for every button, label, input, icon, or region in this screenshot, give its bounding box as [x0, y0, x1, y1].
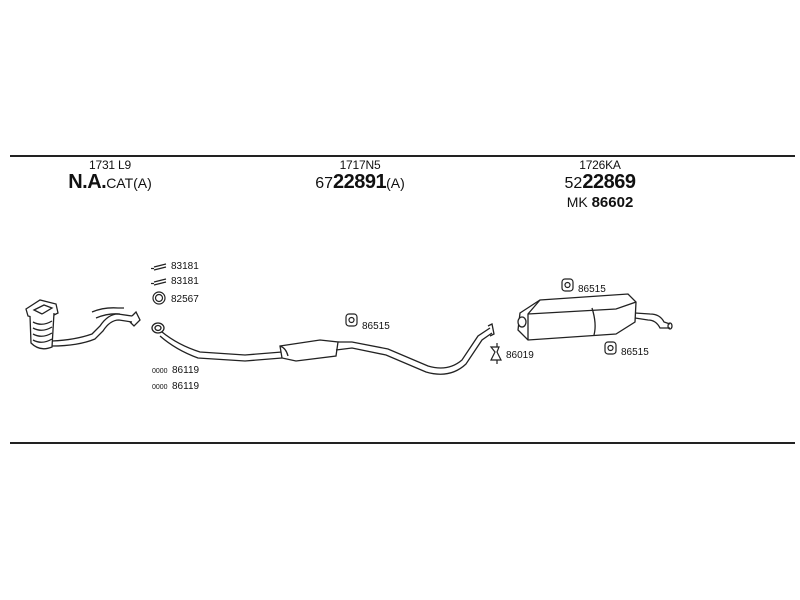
section-rear-header: 1726KA 5222869 MK 86602: [540, 158, 660, 211]
ring-label: 82567: [171, 294, 199, 305]
section-rear-code-main: 22869: [582, 171, 636, 193]
mount-rear-top-icon: [561, 278, 574, 292]
middle-pipe: [151, 322, 495, 375]
top-divider: [10, 155, 795, 157]
section-front-code: N.A.CAT(A): [50, 172, 170, 194]
bolt-a-label: 86119: [172, 365, 200, 376]
mount-rear-top-label: 86515: [578, 284, 606, 295]
section-middle-code-prefix: 67: [315, 175, 333, 192]
section-front-code-suffix: CAT(A): [106, 175, 152, 191]
section-front-header: 1731 L9 N.A.CAT(A): [50, 158, 170, 194]
section-middle-code-main: 22891: [333, 171, 387, 193]
ring-icon: [152, 291, 166, 305]
clamp-b-icon: [151, 278, 167, 286]
section-rear-code-prefix: 52: [564, 175, 583, 192]
bottom-divider: [10, 442, 795, 444]
clamp-a-icon: [151, 263, 167, 271]
section-front-ref: 1731 L9: [89, 158, 131, 172]
rear-silencer: [517, 293, 673, 341]
bolt-a-prefix: 0000: [152, 368, 168, 375]
bolt-b-label: 86119: [172, 381, 200, 392]
clamp-a-label: 83181: [171, 261, 199, 272]
section-middle-code-suffix: (A): [386, 175, 405, 191]
mount-mid-label: 86515: [362, 321, 390, 332]
section-middle-header: 1717N5 6722891(A): [290, 158, 430, 194]
section-rear-mk-prefix: MK: [566, 194, 588, 210]
section-middle-code: 6722891(A): [290, 172, 430, 194]
section-rear-mk-code: 86602: [591, 194, 634, 211]
mount-rear-bottom-label: 86515: [621, 347, 649, 358]
part-labels: 83181 83181 82567 0000 86119 0000 86119 …: [152, 261, 649, 392]
section-rear-ref: 1726KA: [579, 158, 621, 172]
section-front-code-main: N.A.: [68, 171, 107, 193]
front-pipe: [25, 299, 141, 350]
section-rear-mk: MK 86602: [540, 194, 660, 211]
section-rear-code: 5222869: [540, 172, 660, 194]
mount-mid-icon: [345, 313, 358, 327]
bolt-b-prefix: 0000: [152, 384, 168, 391]
bracket-label: 86019: [506, 350, 534, 361]
small-parts: [151, 263, 617, 364]
section-middle-ref: 1717N5: [339, 158, 381, 172]
clamp-b-label: 83181: [171, 276, 199, 287]
mount-rear-bottom-icon: [604, 341, 617, 355]
bracket-icon: [489, 343, 502, 364]
